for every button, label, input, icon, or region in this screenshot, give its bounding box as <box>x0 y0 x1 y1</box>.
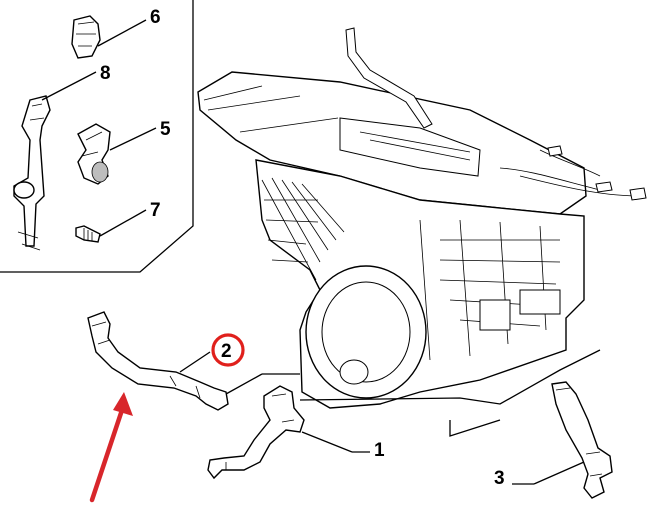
callout-3: 3 <box>494 468 505 489</box>
part-5-clamp: 5 <box>77 119 171 185</box>
highlight-ring <box>211 333 245 367</box>
part-2-hose: 2 <box>87 311 300 411</box>
callout-7: 7 <box>150 200 161 221</box>
hvac-unit <box>197 27 647 437</box>
part-8-bracket: 8 <box>13 63 111 251</box>
callout-2: 2 <box>221 341 232 362</box>
part-7-screw: 7 <box>75 200 161 243</box>
callout-1: 1 <box>374 440 385 461</box>
part-1-hose: 1 <box>207 385 385 480</box>
callout-8: 8 <box>100 63 111 84</box>
callout-6: 6 <box>150 7 161 28</box>
inset-border <box>0 0 194 273</box>
part-6-clip: 6 <box>71 7 161 59</box>
callout-5: 5 <box>160 119 171 140</box>
inset-panel <box>0 0 194 273</box>
part-3-hose: 3 <box>494 381 613 499</box>
red-arrow-icon <box>89 392 133 503</box>
